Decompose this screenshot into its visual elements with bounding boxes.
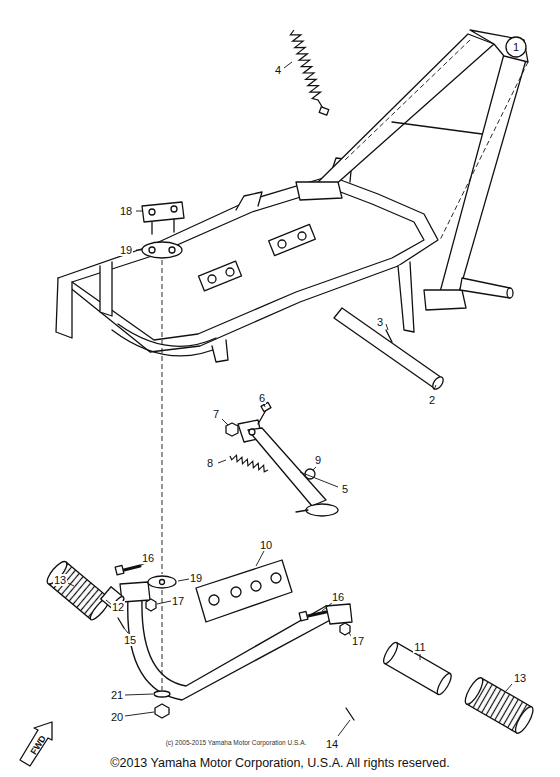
callout-number: 21 (110, 689, 124, 701)
callout-number: 11 (413, 641, 426, 653)
nut (340, 623, 350, 635)
callout-number: 6 (258, 392, 266, 404)
assembly-lines (162, 40, 528, 690)
plate (142, 202, 184, 222)
footrest-peg (381, 641, 454, 697)
stand-shaft (334, 308, 442, 388)
pivot-bolt (258, 410, 266, 424)
callout-number: 2 (428, 394, 436, 406)
frame (56, 158, 438, 362)
caption: ©2013 Yamaha Motor Corporation, U.S.A. A… (0, 756, 560, 770)
callout-number: 13 (53, 574, 67, 586)
callout-number: 14 (325, 738, 339, 750)
bolt (299, 611, 308, 620)
footrest-rubber (462, 676, 536, 736)
callout-number: 17 (171, 595, 185, 607)
callout-number: 19 (119, 244, 133, 256)
callout-number: 10 (259, 539, 273, 551)
washer (154, 691, 170, 697)
callout-number: 1 (512, 41, 520, 53)
callout-number: 19 (189, 572, 203, 584)
callout-number: 8 (206, 457, 214, 469)
leader-lines (68, 62, 512, 736)
callout-number: 12 (111, 601, 125, 613)
callout-number: 15 (123, 634, 137, 646)
footrest-bar (120, 560, 352, 700)
center-stand (296, 30, 528, 310)
direction-label: FWD (27, 732, 49, 757)
footrest-rubber (44, 559, 112, 622)
callout-number: 16 (331, 591, 345, 603)
nut (155, 704, 169, 718)
pin (346, 708, 354, 720)
forward-arrow (20, 722, 52, 766)
bolt (115, 565, 124, 574)
spring (290, 30, 320, 100)
callout-number: 20 (110, 711, 124, 723)
copyright-note: (c) 2005-2015 Yamaha Motor Corporation U… (165, 739, 308, 747)
callout-number: 17 (351, 635, 365, 647)
rubber-damper (148, 576, 176, 588)
rubber-damper (142, 242, 182, 258)
spring-post (319, 107, 329, 115)
callout-number: 13 (513, 672, 527, 684)
spring (230, 455, 268, 472)
callout-number: 7 (212, 408, 220, 420)
callout-number: 9 (314, 454, 322, 466)
callout-number: 3 (376, 316, 384, 328)
callout-number: 16 (141, 552, 155, 564)
cotter-pin (386, 330, 392, 342)
callout-number: 5 (341, 483, 349, 495)
callout-number: 18 (119, 205, 133, 217)
pin (118, 618, 124, 628)
nut (146, 599, 156, 611)
callout-number: 4 (274, 64, 282, 76)
